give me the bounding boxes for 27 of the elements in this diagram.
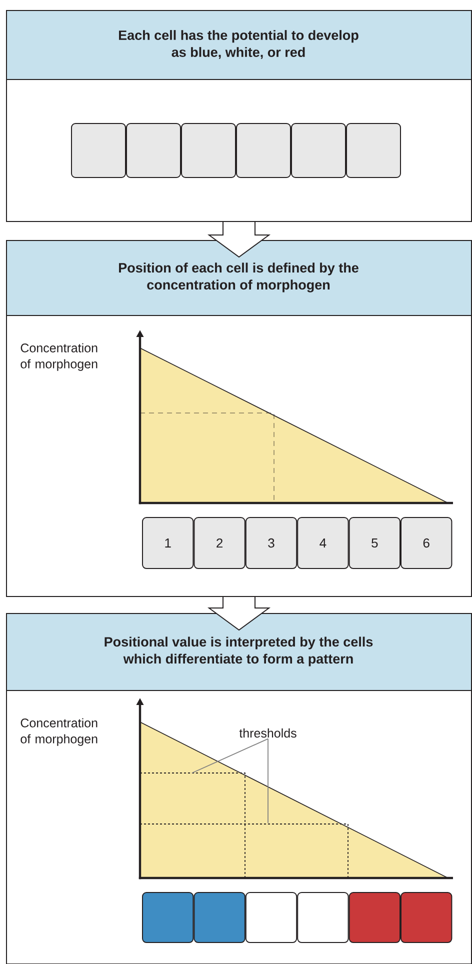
cell (126, 123, 181, 178)
cell (291, 123, 346, 178)
threshold-label: thresholds (239, 728, 296, 738)
cell: 3 (245, 517, 298, 569)
axis-label: Concentration of morphogen (20, 343, 98, 371)
panel-heading: Position of each cell is defined by the concentration of morphogen (119, 262, 358, 292)
cell (297, 892, 349, 943)
cell (348, 892, 400, 943)
block-arrow (207, 596, 271, 631)
cell: 2 (194, 517, 246, 569)
cell (346, 123, 401, 178)
cell (400, 892, 452, 943)
cell (71, 123, 126, 178)
block-arrow (207, 222, 271, 258)
cell: 5 (348, 517, 400, 569)
cell (194, 892, 246, 943)
cell: 4 (297, 517, 349, 569)
cell: 1 (142, 517, 194, 569)
cell (181, 123, 236, 178)
cell (142, 892, 194, 943)
axis-label: Concentration of morphogen (20, 718, 98, 746)
cell: 6 (400, 517, 452, 569)
cell (245, 892, 298, 943)
cell (236, 123, 291, 178)
leader-line (192, 738, 268, 774)
panel-heading: Positional value is interpreted by the cells which differentiate to form a pattern (104, 636, 373, 666)
panel-heading: Each cell has the potential to develop as blue, white, or red (119, 30, 358, 59)
